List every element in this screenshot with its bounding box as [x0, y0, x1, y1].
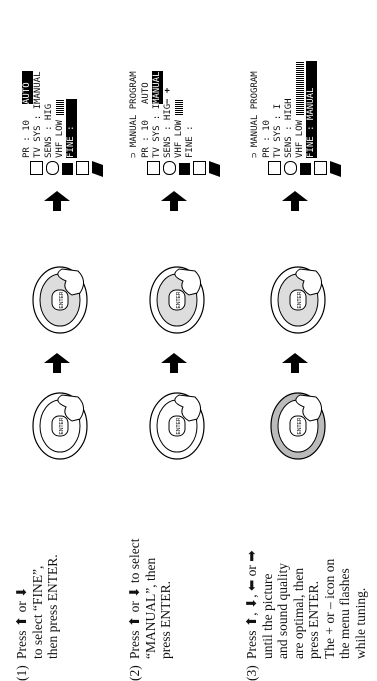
- osd-line: SENS : HIGH: [284, 61, 295, 158]
- popup-option[interactable]: AUTO: [141, 71, 152, 104]
- step-line: and sound quality: [275, 479, 291, 659]
- step-line: The + or – icon on: [322, 479, 338, 659]
- step-line: Press ⬆ or ⬇: [14, 479, 30, 659]
- step-line: to select “FINE”,: [30, 479, 46, 659]
- remote-pad-icon: ENTER: [268, 391, 328, 461]
- popup-option[interactable]: MANUAL: [152, 71, 163, 104]
- arrow-right-icon: [161, 353, 187, 373]
- step-line: the menu flashes: [337, 479, 353, 659]
- osd-line: FINE : MANUAL: [306, 61, 317, 158]
- enter-label: ENTER: [59, 291, 65, 308]
- step-line: then press ENTER.: [45, 479, 61, 659]
- osd-line: SENS : HIG: [44, 99, 55, 158]
- remote-pad-icon: ENTER: [30, 391, 90, 461]
- plus-minus-icon: − +: [163, 71, 174, 104]
- osd-screen-1: PR : 10 TV SYS : I SENS : HIG VHF LOW FI…: [18, 66, 108, 176]
- enter-label: ENTER: [297, 291, 303, 308]
- remote-pad-icon: ENTER: [30, 265, 90, 335]
- menu-icon-column: [145, 161, 225, 176]
- step-line: are optimal, then: [291, 479, 307, 659]
- osd-header: ⊃ MANUAL PROGRAM: [129, 71, 140, 158]
- remote-pad-icon: ENTER: [147, 265, 207, 335]
- enter-label: ENTER: [176, 291, 182, 308]
- enter-label: ENTER: [59, 417, 65, 434]
- arrow-right-icon: [282, 353, 308, 373]
- osd-line: FINE :: [185, 99, 196, 158]
- step-number: (3): [244, 659, 260, 681]
- step-line: Press ⬆, ⬇, ⬅ or ➡: [244, 479, 260, 659]
- arrow-right-icon: [44, 191, 70, 211]
- step-line: press ENTER.: [306, 479, 322, 659]
- step-line: while tuning.: [353, 479, 369, 659]
- osd-line: PR : 10: [262, 61, 273, 158]
- popup-option[interactable]: MANUAL: [33, 71, 44, 104]
- osd-line: TV SYS : I: [152, 99, 163, 158]
- osd-line: VHF LOW: [174, 120, 184, 158]
- remote-pad-icon: ENTER: [147, 391, 207, 461]
- enter-label: ENTER: [297, 417, 303, 434]
- osd-line: PR : 10: [22, 99, 33, 158]
- menu-icon-column: [28, 161, 108, 176]
- step-number: (1): [14, 659, 30, 681]
- osd-line: PR : 10: [141, 99, 152, 158]
- osd-line: TV SYS : I: [273, 61, 284, 158]
- signal-bar: [296, 61, 304, 115]
- arrow-right-icon: [282, 191, 308, 211]
- step-line: until the picture: [260, 479, 276, 659]
- signal-bar: [56, 99, 64, 115]
- arrow-right-icon: [44, 353, 70, 373]
- step-line: press ENTER.: [158, 479, 174, 659]
- step-line: Press ⬆ or ⬇ to select: [127, 479, 143, 659]
- step-number: (2): [127, 659, 143, 681]
- osd-line: VHF LOW: [55, 120, 65, 158]
- enter-label: ENTER: [176, 417, 182, 434]
- osd-line: VHF LOW: [295, 120, 305, 158]
- remote-pad-icon: ENTER: [268, 265, 328, 335]
- step-line: “MANUAL”, then: [143, 479, 159, 659]
- popup-option[interactable]: AUTO: [22, 71, 33, 104]
- signal-bar: [175, 99, 183, 115]
- menu-icon-column: [266, 161, 346, 176]
- osd-header: ⊃ MANUAL PROGRAM: [250, 71, 261, 158]
- osd-screen-2: ⊃ MANUAL PROGRAM PR : 10 TV SYS : I SENS…: [135, 66, 225, 176]
- osd-line: SENS : HIG: [163, 99, 174, 158]
- osd-screen-3: ⊃ MANUAL PROGRAM PR : 10 TV SYS : I SENS…: [256, 66, 346, 176]
- osd-line: FINE :: [66, 99, 77, 158]
- arrow-right-icon: [161, 191, 187, 211]
- osd-line: TV SYS : I: [33, 99, 44, 158]
